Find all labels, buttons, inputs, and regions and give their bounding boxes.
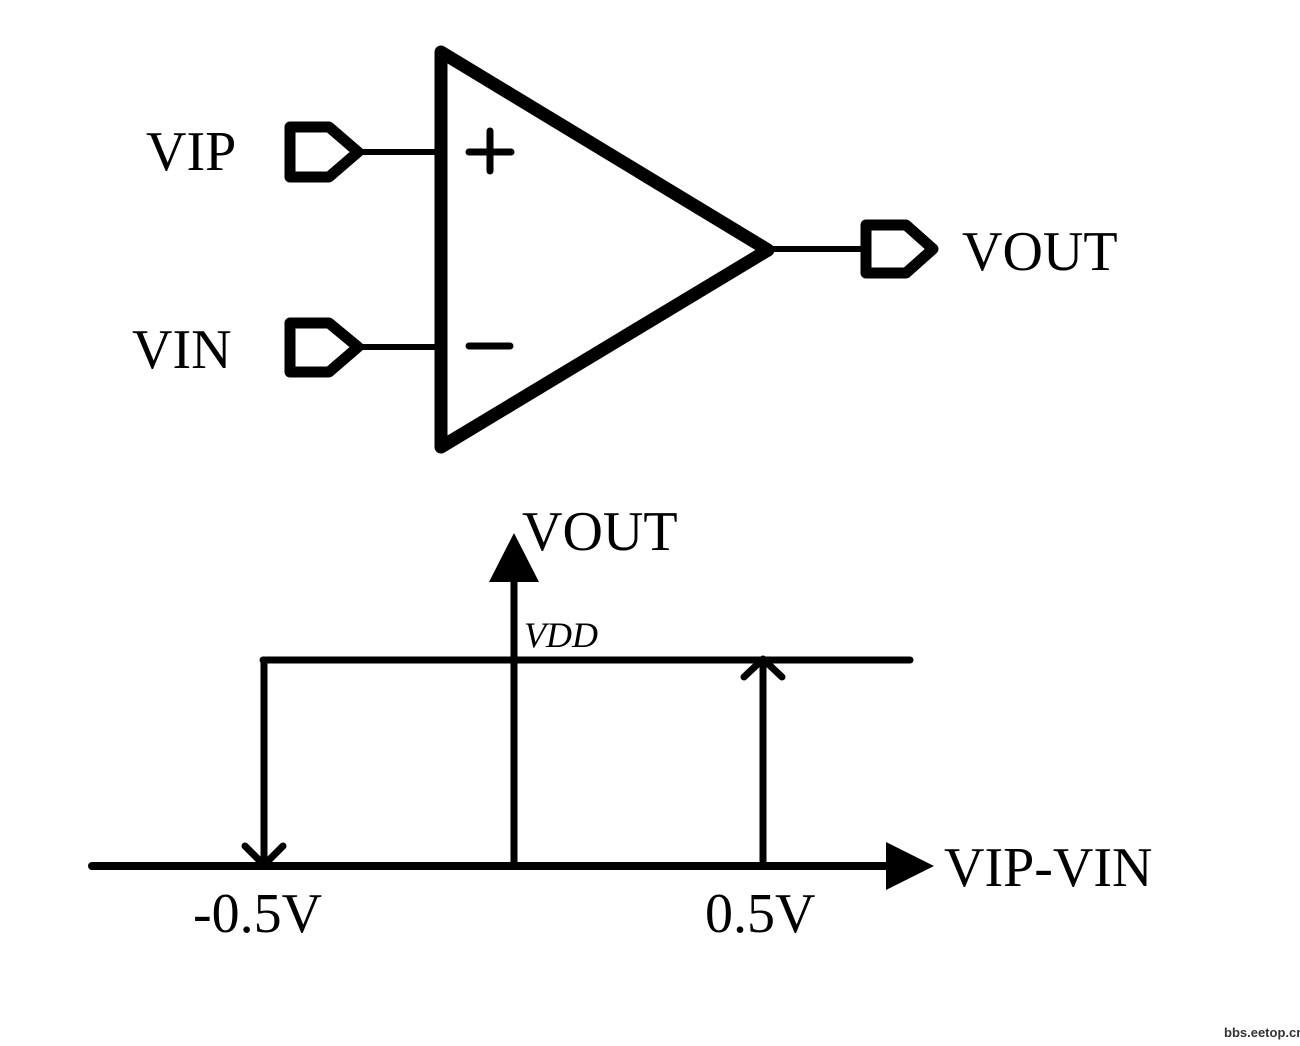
- vout-output-label: VOUT: [962, 221, 1118, 283]
- vout-pin-icon: [860, 219, 939, 279]
- y-axis-arrowhead-icon: [489, 533, 539, 582]
- vin-pin-icon: [284, 317, 364, 378]
- vin-label: VIN: [132, 319, 232, 381]
- threshold-high-label: 0.5V: [705, 883, 815, 945]
- vdd-label: VDD: [524, 615, 598, 655]
- comparator-symbol: VIP VIN VOUT: [132, 45, 1118, 454]
- arrow-up-icon: [740, 655, 786, 681]
- x-axis-label: VIP-VIN: [944, 837, 1152, 899]
- arrow-down-icon: [241, 842, 287, 869]
- plus-sign-icon: [465, 127, 515, 175]
- vip-pin-icon: [284, 121, 364, 183]
- x-axis-arrowhead-icon: [886, 842, 934, 890]
- threshold-low-label: -0.5V: [193, 883, 322, 945]
- y-axis-label: VOUT: [522, 501, 678, 563]
- comparator-triangle: [434, 45, 775, 454]
- watermark: bbs.eetop.cn: [1224, 1025, 1300, 1040]
- transfer-curve: VOUT VIP-VIN VDD -0.5V 0.5V: [88, 501, 1152, 945]
- vip-label: VIP: [146, 121, 236, 183]
